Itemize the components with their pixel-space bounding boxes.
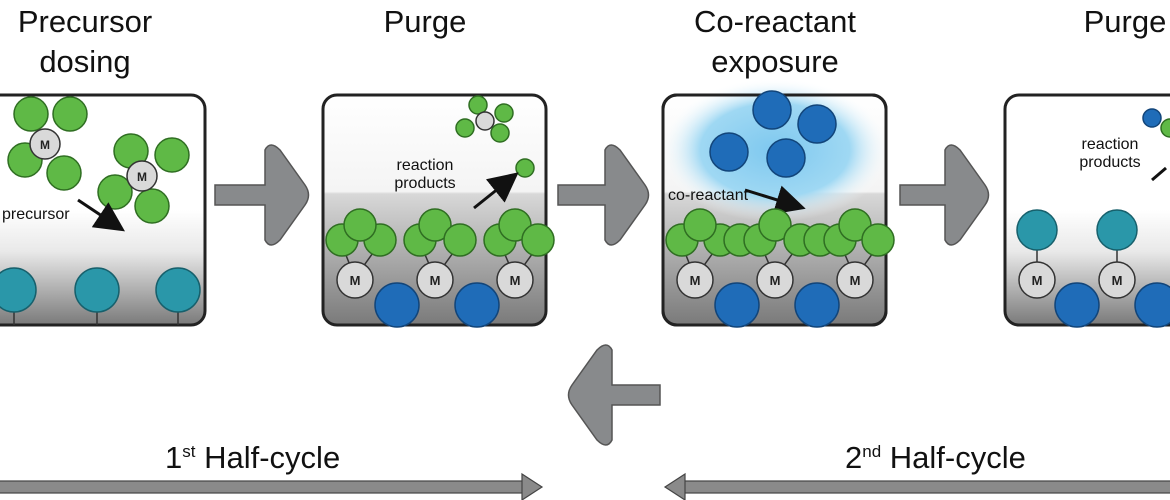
reaction-products-label-1: reaction products	[394, 157, 456, 192]
step-title-precursor-dosing: Precursor dosing	[17, 4, 153, 79]
half-cycle-arrow-1	[0, 472, 544, 500]
svg-text:M: M	[1032, 273, 1043, 288]
metal-layer: M M M	[676, 242, 881, 328]
precursor-label: precursor	[2, 206, 70, 223]
svg-text:M: M	[770, 273, 781, 288]
step-arrows	[214, 144, 990, 446]
co-reactant-label: co-reactant	[668, 187, 749, 204]
precursor-molecule: M	[7, 96, 88, 191]
metal-layer: M M	[1016, 209, 1170, 328]
ligand-layer	[325, 208, 555, 257]
step-title-purge-1: Purge	[383, 4, 467, 39]
ligand-layer	[665, 208, 895, 257]
step-title-purge-2: Purge	[1083, 4, 1167, 39]
svg-text:M: M	[850, 273, 861, 288]
svg-text:M: M	[1112, 273, 1123, 288]
svg-text:M: M	[350, 273, 361, 288]
co-reactant-molecules	[709, 90, 837, 178]
panel-precursor-dosing: M M	[0, 93, 207, 327]
first-half-cycle-label: 1st Half-cycle	[165, 440, 341, 475]
panel-co-reactant-exposure: M M M	[660, 78, 895, 328]
step-arrow-3	[899, 144, 990, 246]
surface-hydroxyl-group	[0, 267, 201, 325]
cycle-return-arrow	[567, 344, 661, 446]
metal-label: M	[137, 170, 147, 184]
step-title-co-reactant-exposure: Co-reactant exposure	[694, 4, 856, 79]
reaction-products-label-2: reaction products	[1079, 136, 1141, 171]
svg-text:M: M	[510, 273, 521, 288]
second-half-cycle-label: 2nd Half-cycle	[845, 440, 1026, 475]
reaction-product-molecule	[455, 95, 535, 178]
metal-layer: M M M	[336, 242, 541, 328]
step-arrow-2	[557, 144, 650, 246]
panel-purge-2: M M	[1003, 93, 1170, 328]
svg-text:M: M	[430, 273, 441, 288]
precursor-molecule: M	[97, 133, 190, 224]
panel-purge-1: M M M	[321, 93, 555, 328]
svg-text:M: M	[690, 273, 701, 288]
step-arrow-1	[214, 144, 310, 246]
half-cycle-arrow-2	[663, 472, 1170, 500]
metal-label: M	[40, 138, 50, 152]
